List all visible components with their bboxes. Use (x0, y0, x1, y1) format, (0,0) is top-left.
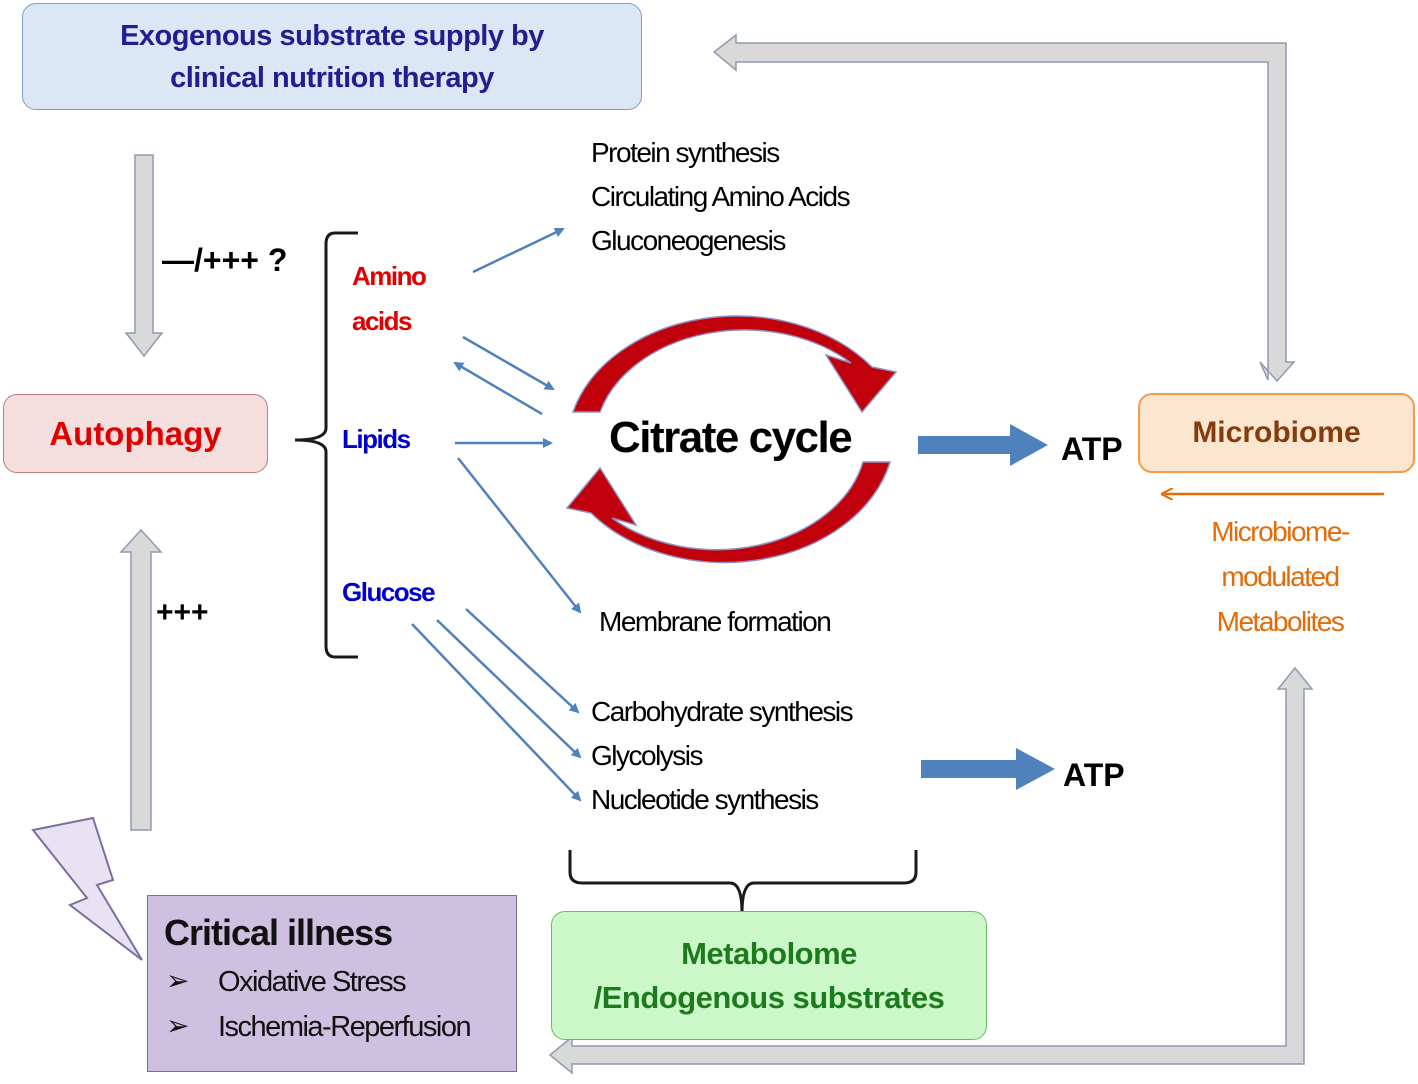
output-protein-synthesis: Protein synthesis (591, 137, 780, 168)
cycle-arrow-bottom (565, 461, 892, 564)
lightning-icon (31, 816, 143, 961)
exogenous-line-1: Exogenous substrate supply by (120, 19, 544, 52)
metabolites-line-3: Metabolites (1216, 606, 1345, 637)
exogenous-substrate-box: Exogenous substrate supply by clinical n… (22, 3, 642, 110)
citrate-cycle-label: Citrate cycle (609, 413, 853, 462)
atp-label-top: ATP (1061, 431, 1123, 467)
output-gluconeogenesis: Gluconeogenesis (591, 225, 786, 256)
output-circulating-amino-acids: Circulating Amino Acids (591, 181, 851, 212)
arrow-glucose-to-glycolysis (436, 619, 582, 759)
metabolites-line-2: modulated (1221, 561, 1340, 592)
critical-item-oxidative-stress: Oxidative Stress (218, 966, 407, 998)
substrate-flow-arrows (411, 227, 1384, 802)
critical-bullet-icon-2: ➢ (166, 1010, 190, 1041)
substrate-brace (294, 231, 358, 659)
critical-bullet-icon-1: ➢ (166, 965, 190, 996)
grey-arrow-exogenous-to-autophagy (124, 154, 164, 358)
metabolites-line-1: Microbiome- (1211, 516, 1350, 547)
output-glycolysis: Glycolysis (591, 740, 704, 771)
autophagy-box: Autophagy (3, 394, 268, 473)
regulation-label-bottom: +++ (156, 596, 209, 629)
regulation-label-top: —/+++ ? (162, 242, 288, 278)
critical-illness-title: Critical illness (164, 912, 393, 953)
cycle-arrow-top (571, 315, 898, 414)
autophagy-label: Autophagy (49, 414, 222, 452)
atp-label-bottom: ATP (1063, 757, 1125, 793)
microbiome-box: Microbiome (1138, 393, 1415, 473)
metabolome-line-2: /Endogenous substrates (593, 979, 945, 1015)
atp-arrow-bottom (921, 748, 1055, 790)
arrow-amino-to-cycle (462, 335, 555, 391)
metabolome-box: Metabolome /Endogenous substrates (551, 911, 987, 1040)
metabolome-line-1: Metabolome (681, 935, 857, 971)
arrow-glucose-to-nucleotide (411, 623, 582, 802)
atp-arrow-top (918, 424, 1048, 466)
microbiome-metabolites-label: Microbiome- modulated Metabolites (1175, 509, 1385, 644)
microbiome-label: Microbiome (1192, 416, 1361, 449)
arrow-cycle-to-amino (453, 361, 543, 416)
metabolome-brace (568, 850, 918, 914)
grey-arrow-microbiome-to-exogenous (712, 33, 1296, 383)
output-membrane-formation: Membrane formation (599, 606, 832, 637)
output-nucleotide-synthesis: Nucleotide synthesis (591, 784, 819, 815)
arrow-glucose-to-carbohydrate (465, 608, 580, 714)
exogenous-line-2: clinical nutrition therapy (170, 61, 494, 94)
substrate-amino-line-2: acids (352, 306, 413, 336)
grey-arrow-critical-to-autophagy (119, 528, 163, 831)
grey-arrow-loop-bottom (548, 666, 1314, 1075)
arrow-amino-to-protein (472, 227, 565, 274)
critical-illness-box: Critical illness ➢ Oxidative Stress ➢ Is… (147, 895, 517, 1072)
substrate-glucose: Glucose (342, 577, 436, 607)
output-carbohydrate-synthesis: Carbohydrate synthesis (591, 696, 854, 727)
substrate-lipids: Lipids (342, 424, 411, 454)
arrow-lipids-to-membrane (457, 457, 582, 614)
critical-item-ischemia-reperfusion: Ischemia-Reperfusion (218, 1011, 472, 1043)
substrate-amino-line-1: Amino (352, 261, 427, 291)
